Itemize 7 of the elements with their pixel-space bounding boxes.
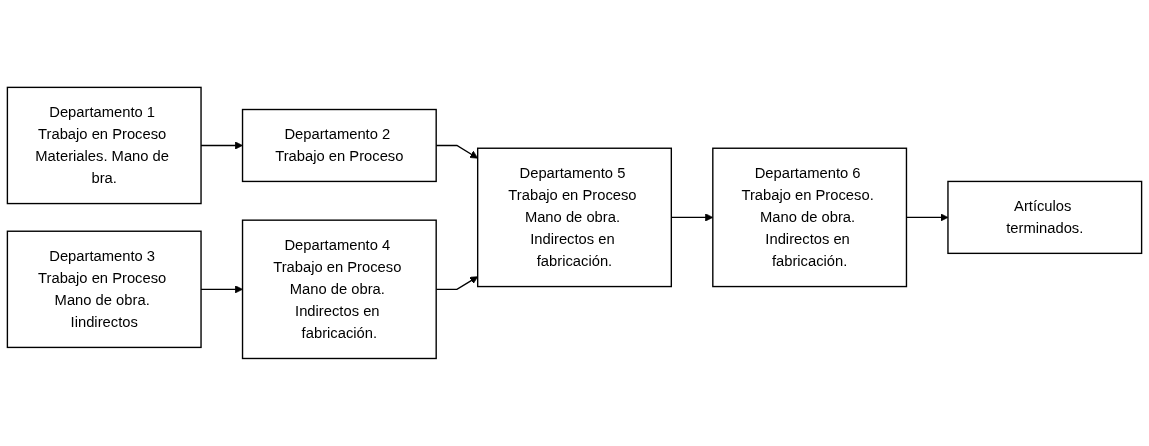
node-box: Departamento 6 Trabajo en Proceso. Mano de obra. Indirectos en fabricación.: [712, 147, 908, 288]
node-box: Departamento 2 Trabajo en Proceso: [241, 108, 437, 183]
node-box: Departamento 3 Trabajo en Proceso Mano de obra. Iindirectos: [6, 230, 202, 349]
node-box: Departamento 4 Trabajo en Proceso Mano de obra. Indirectos en fabricación.: [241, 219, 437, 360]
node-box: Departamento 1 Trabajo en Proceso Materiales. Mano de bra.: [6, 86, 202, 205]
node-box: Artículos terminados.: [947, 180, 1143, 255]
node-box: Departamento 5 Trabajo en Proceso Mano de obra. Indirectos en fabricación.: [477, 147, 672, 288]
